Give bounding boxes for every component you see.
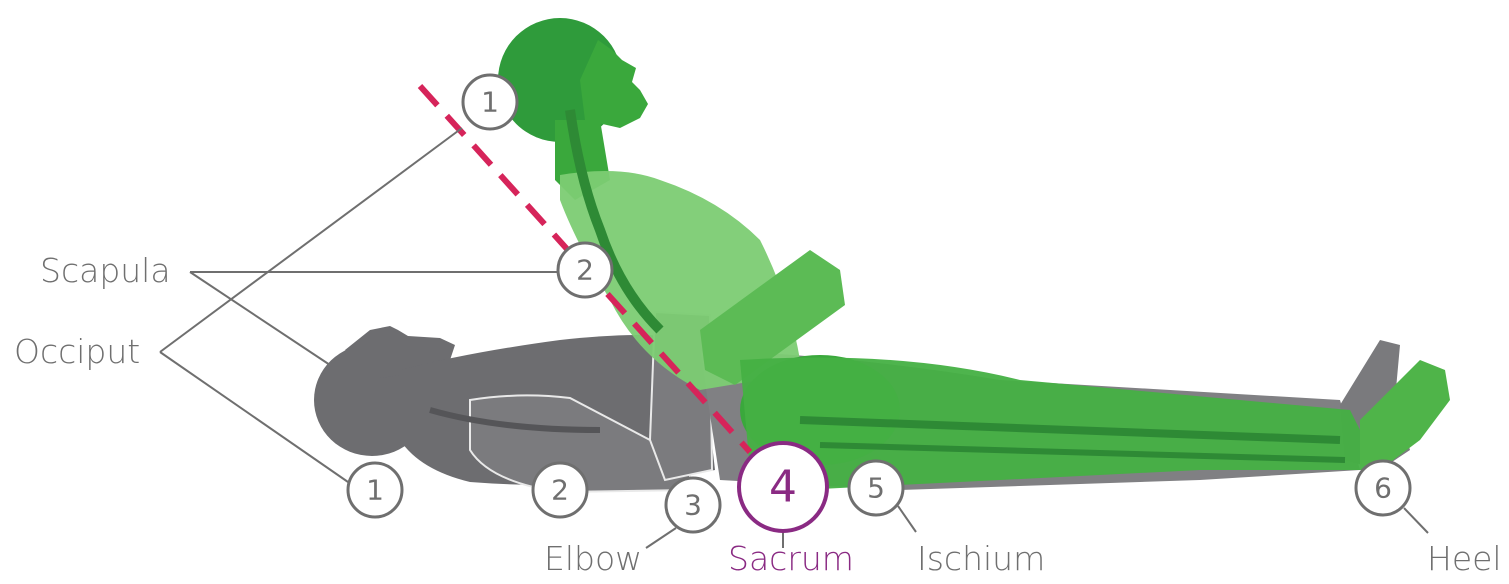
marker-occiput-supine: 1 xyxy=(348,463,402,517)
marker-scapula-upright: 2 xyxy=(558,243,612,297)
marker-label: 3 xyxy=(684,489,702,522)
marker-label: 4 xyxy=(769,462,797,513)
label-sacrum: Sacrum xyxy=(728,542,854,575)
label-scapula: Scapula xyxy=(40,254,171,287)
marker-sacrum: 4 xyxy=(739,443,827,531)
marker-ischium: 5 xyxy=(849,461,903,515)
marker-label: 2 xyxy=(551,474,569,507)
marker-label: 2 xyxy=(576,254,594,287)
marker-label: 1 xyxy=(481,86,499,119)
label-elbow: Elbow xyxy=(544,542,642,575)
label-occiput: Occiput xyxy=(14,335,140,368)
label-heel: Heel xyxy=(1427,542,1502,575)
label-ischium: Ischium xyxy=(917,542,1045,575)
marker-label: 1 xyxy=(366,474,384,507)
marker-scapula-supine: 2 xyxy=(533,463,587,517)
marker-label: 6 xyxy=(1374,472,1392,505)
marker-heel: 6 xyxy=(1356,461,1410,515)
marker-label: 5 xyxy=(867,472,885,505)
marker-occiput-upright: 1 xyxy=(463,75,517,129)
marker-elbow: 3 xyxy=(666,478,720,532)
